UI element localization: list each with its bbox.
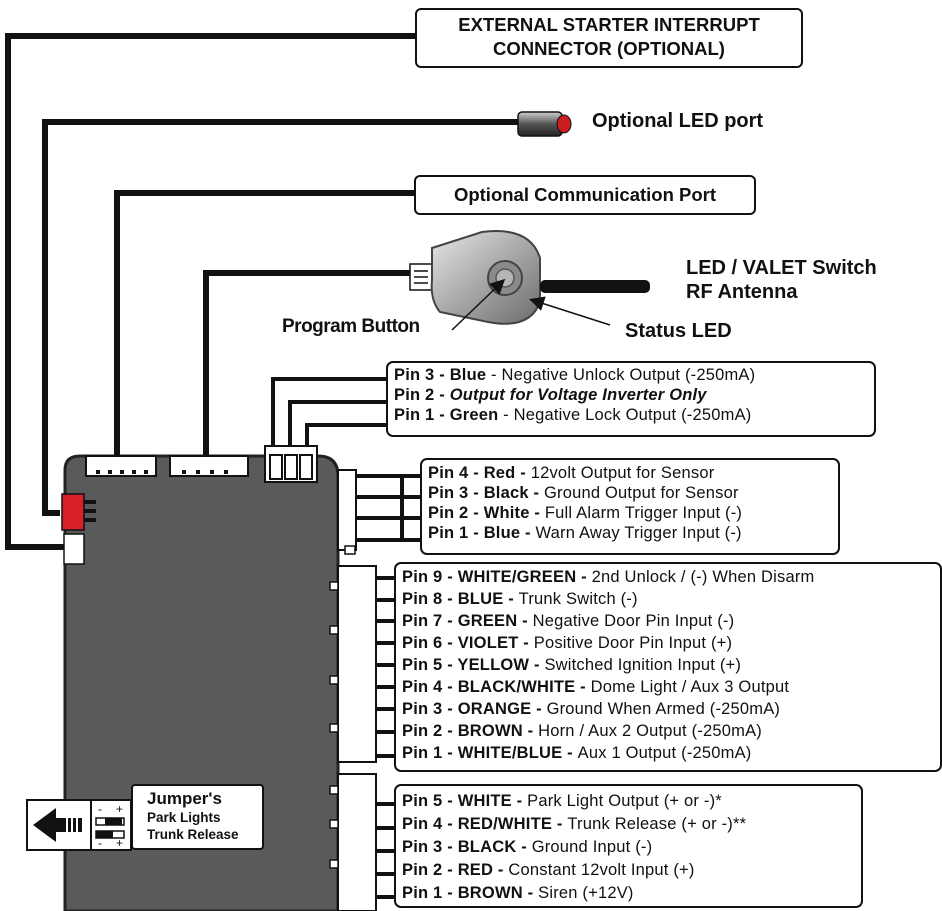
- pin-3pin-row-3: Pin 3 - Blue - Negative Unlock Output (-…: [394, 366, 756, 384]
- wires-5pin: [376, 802, 396, 899]
- pin-5pin-row-2: Pin 2 - RED - Constant 12volt Input (+): [402, 861, 695, 879]
- connector-3pin: [264, 445, 318, 483]
- comm-port-connector: [85, 455, 157, 477]
- pin-9pin-row-6: Pin 6 - VIOLET - Positive Door Pin Input…: [402, 634, 733, 652]
- pin-9pin-row-7: Pin 7 - GREEN - Negative Door Pin Input …: [402, 612, 735, 630]
- jumper-block: [26, 799, 132, 851]
- pin-5pin-row-3: Pin 3 - BLACK - Ground Input (-): [402, 838, 653, 856]
- jumper-sign-plus-bottom: +: [116, 836, 124, 850]
- jumper-title: Jumper's: [147, 789, 222, 808]
- jumper-sign-minus-bottom: -: [98, 836, 102, 850]
- pin-9pin-row-3: Pin 3 - ORANGE - Ground When Armed (-250…: [402, 700, 781, 718]
- pin-9pin-row-8: Pin 8 - BLUE - Trunk Switch (-): [402, 590, 638, 608]
- pin-9pin-row-2: Pin 2 - BROWN - Horn / Aux 2 Output (-25…: [402, 722, 762, 740]
- led-port-connector: [61, 493, 96, 531]
- pin-9pin-row-5: Pin 5 - YELLOW - Switched Ignition Input…: [402, 656, 742, 674]
- antenna-port-connector: [169, 455, 249, 477]
- external-starter-line2: CONNECTOR (OPTIONAL): [493, 38, 725, 59]
- pin-4pin-row-1: Pin 1 - Blue - Warn Away Trigger Input (…: [428, 524, 742, 542]
- jumper-trunk-release: Trunk Release: [147, 827, 239, 842]
- wires-3pin: [271, 377, 388, 445]
- wires-9pin: [376, 576, 396, 758]
- jumper-sign-minus-top: -: [98, 802, 102, 816]
- pin-5pin-row-4: Pin 4 - RED/WHITE - Trunk Release (+ or …: [402, 815, 747, 833]
- connector-9pin: [337, 565, 377, 763]
- pin-group-3pin: Pin 3 - Blue - Negative Unlock Output (-…: [386, 361, 876, 437]
- pin-3pin-row-1: Pin 1 - Green - Negative Lock Output (-2…: [394, 406, 752, 424]
- antenna-label-line2: RF Antenna: [686, 281, 798, 303]
- pin-group-5pin: Pin 5 - WHITE - Park Light Output (+ or …: [394, 784, 863, 908]
- pin-4pin-row-2: Pin 2 - White - Full Alarm Trigger Input…: [428, 504, 743, 522]
- pin-group-4pin: Pin 4 - Red - 12volt Output for Sensor P…: [420, 458, 840, 555]
- status-led-pointer: [529, 296, 611, 326]
- pin-9pin-row-1: Pin 1 - WHITE/BLUE - Aux 1 Output (-250m…: [402, 744, 752, 762]
- pin-4pin-row-3: Pin 3 - Black - Ground Output for Sensor: [428, 484, 739, 502]
- antenna-module-icon: [409, 230, 650, 325]
- connector-5pin: [337, 773, 377, 911]
- jumper-label-box: Jumper's Park Lights Trunk Release: [131, 784, 264, 850]
- wire-optional-led: [42, 119, 520, 516]
- external-starter-box: EXTERNAL STARTER INTERRUPT CONNECTOR (OP…: [415, 8, 803, 68]
- pin-group-9pin: Pin 9 - WHITE/GREEN - 2nd Unlock / (-) W…: [394, 562, 942, 772]
- arrow-left-icon: [33, 808, 82, 842]
- wires-4pin: [356, 474, 422, 542]
- program-button-pointer: [451, 278, 506, 331]
- optional-comm-box: Optional Communication Port: [414, 175, 756, 215]
- wire-optional-comm: [114, 190, 415, 458]
- pin-5pin-row-1: Pin 1 - BROWN - Siren (+12V): [402, 884, 634, 902]
- status-led-label: Status LED: [625, 320, 732, 342]
- wire-antenna: [203, 270, 410, 458]
- jumper-park-lights: Park Lights: [147, 810, 221, 825]
- external-starter-line1: EXTERNAL STARTER INTERRUPT: [458, 14, 760, 35]
- pin-5pin-row-5: Pin 5 - WHITE - Park Light Output (+ or …: [402, 792, 722, 810]
- program-button-label: Program Button: [282, 316, 420, 337]
- jumper-sign-plus-top: +: [116, 802, 124, 816]
- pin-9pin-row-9: Pin 9 - WHITE/GREEN - 2nd Unlock / (-) W…: [402, 568, 815, 586]
- pin-9pin-row-4: Pin 4 - BLACK/WHITE - Dome Light / Aux 3…: [402, 678, 790, 696]
- wires: [5, 33, 520, 550]
- connector-4pin: [337, 469, 357, 551]
- pin-4pin-row-4: Pin 4 - Red - 12volt Output for Sensor: [428, 464, 715, 482]
- antenna-label-line1: LED / VALET Switch: [686, 257, 877, 279]
- optional-comm-label: Optional Communication Port: [453, 184, 717, 205]
- pin-3pin-row-2: Pin 2 - Output for Voltage Inverter Only: [394, 386, 707, 404]
- external-starter-connector: [63, 533, 85, 565]
- optional-led-label: Optional LED port: [592, 110, 764, 132]
- wire-external-starter: [5, 33, 415, 550]
- led-icon: [517, 111, 572, 137]
